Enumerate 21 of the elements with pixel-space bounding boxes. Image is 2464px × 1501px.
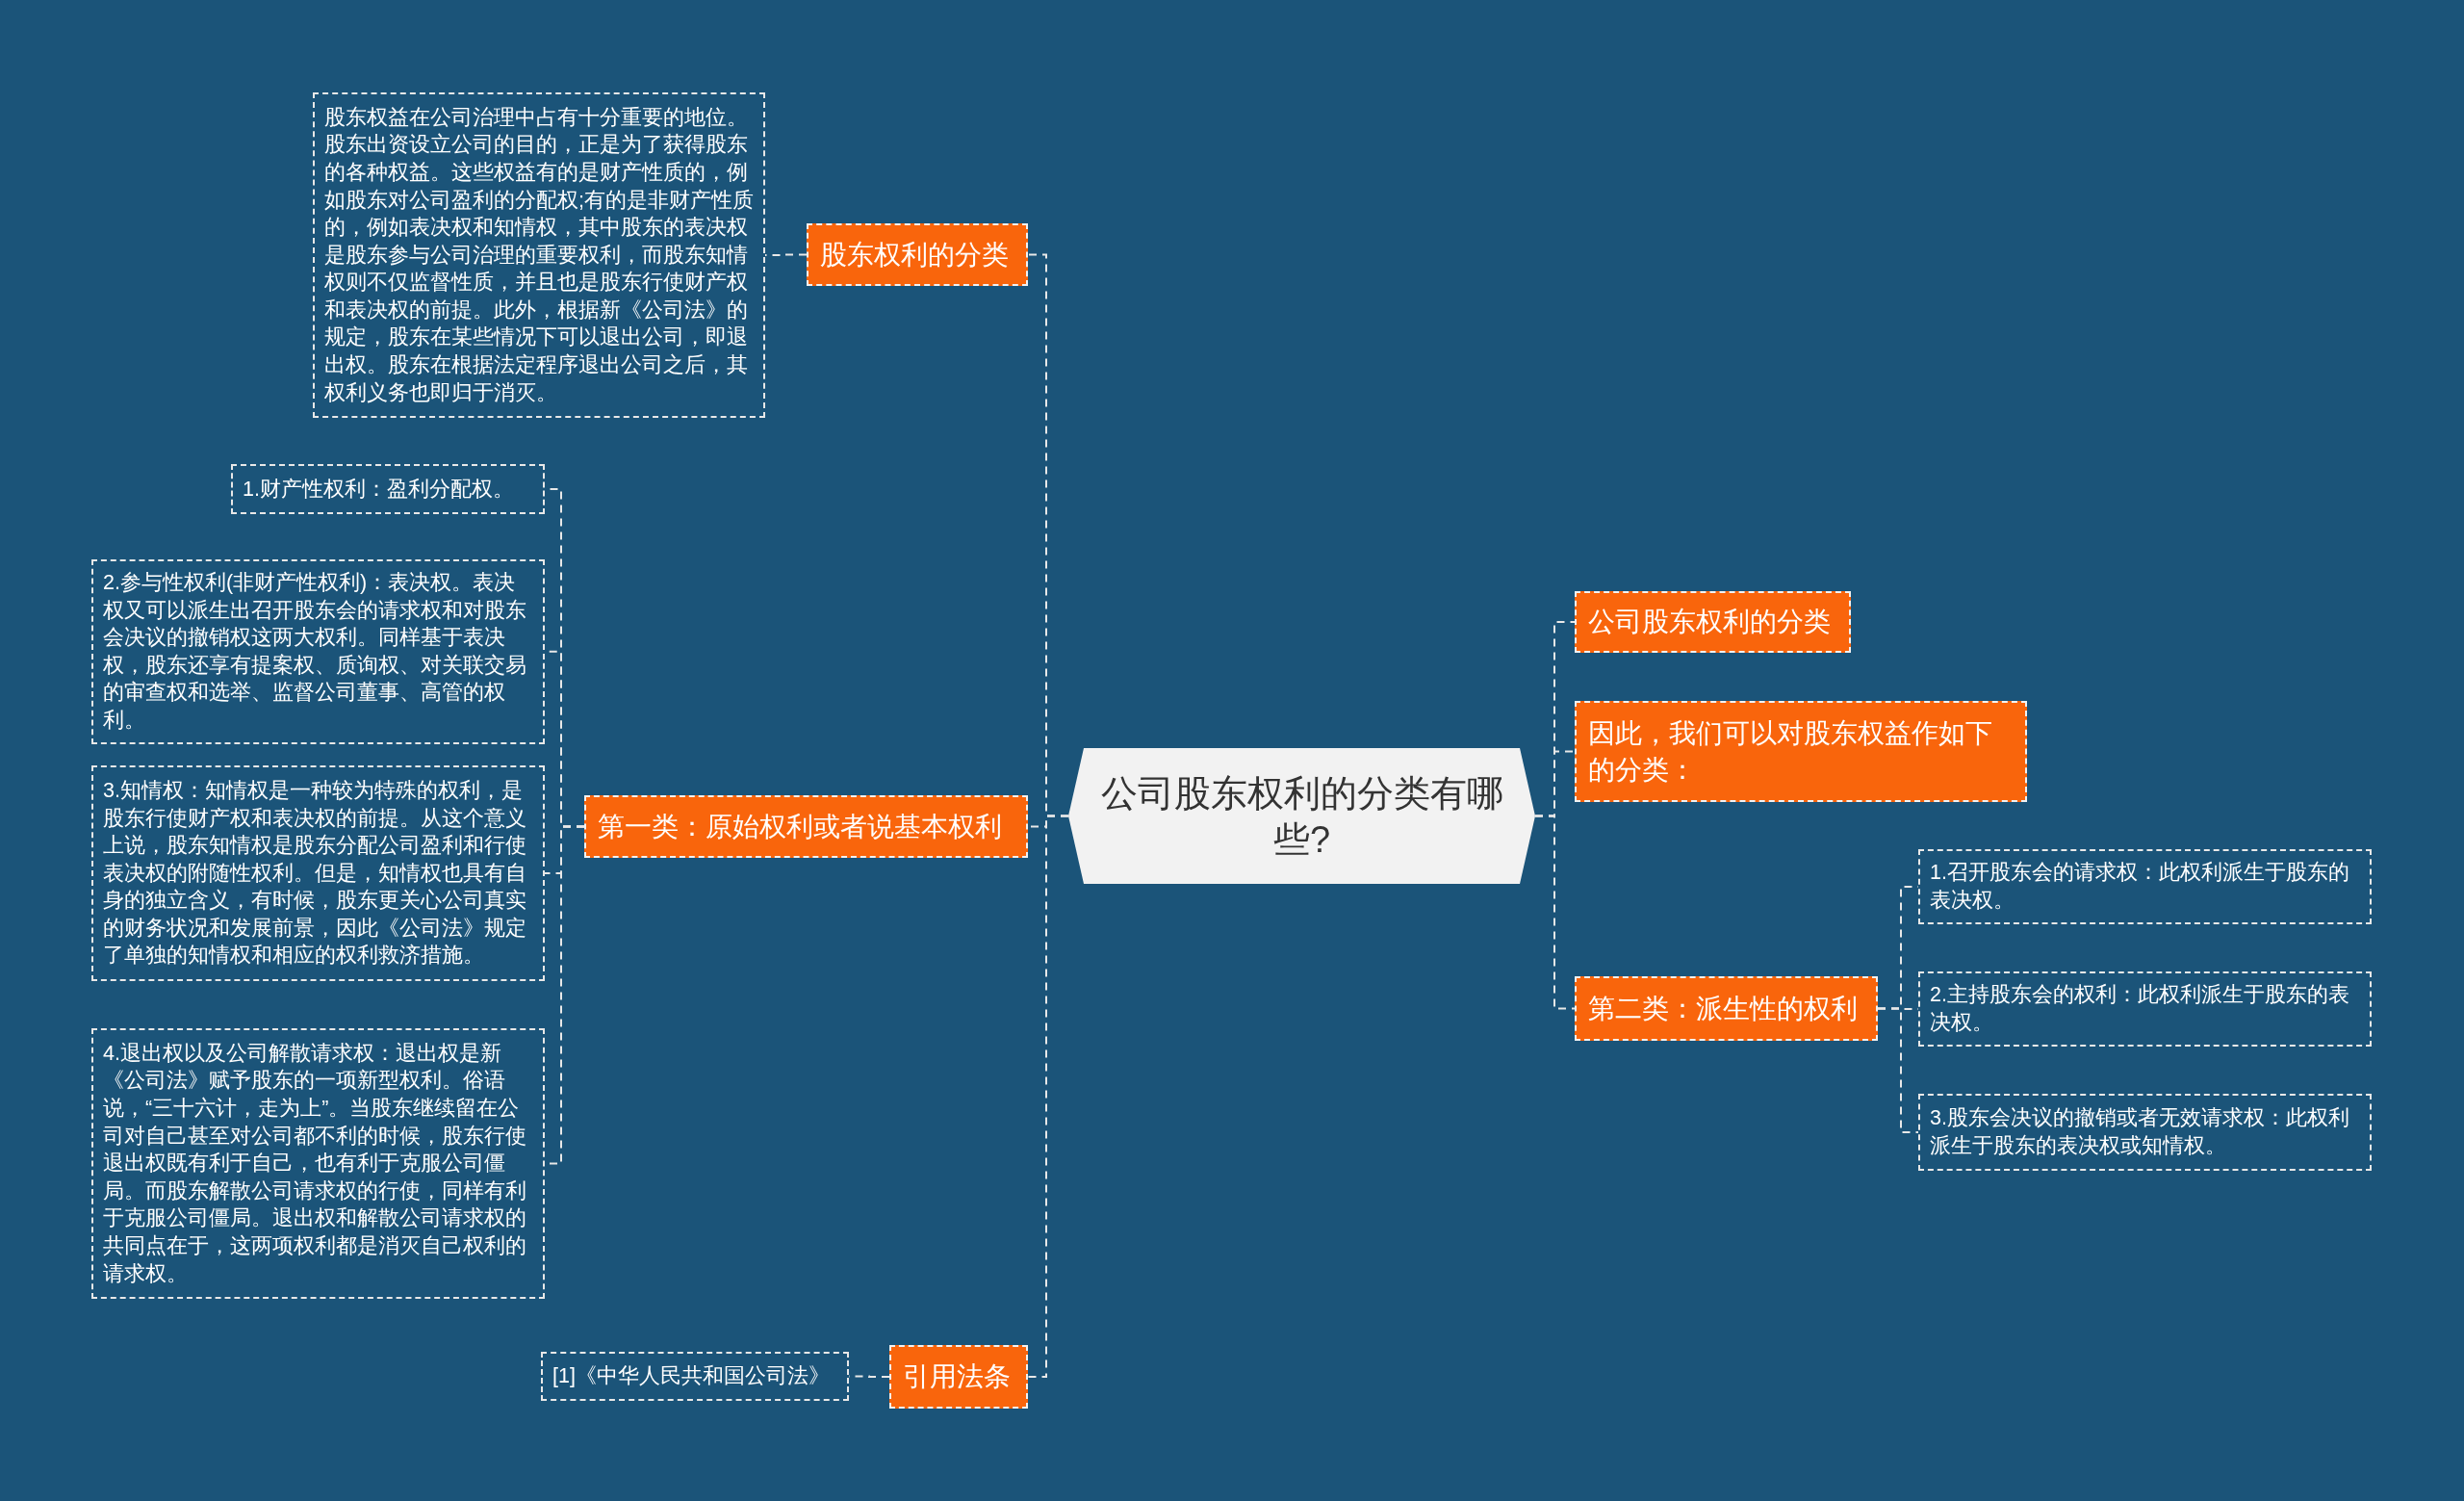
note-box: [1]《中华人民共和国公司法》 <box>541 1352 849 1401</box>
topic-box: 因此，我们可以对股东权益作如下的分类： <box>1575 701 2027 802</box>
connector-line <box>1027 815 1069 1378</box>
note-box: 2.主持股东会的权利：此权利派生于股东的表决权。 <box>1918 971 2372 1047</box>
connector-line <box>1534 815 1576 1010</box>
topic-box: 第一类：原始权利或者说基本权利 <box>584 795 1028 858</box>
note-box: 股东权益在公司治理中占有十分重要的地位。股东出资设立公司的目的，正是为了获得股东的各种权益。这些权益有的是财产性质的，例如股东对公司盈利的分配权;有的是非财产性质的，例如表决权和知情权，其中股东的表决权是股东参与公司治理的重要权利，而股东知情权则不仅监督性质，并且也是股东行使财产权和表决权的前提。此外，根据新《公司法》的规定，股东在某些情况下可以退出公司，即退出权。股东在根据法定程序退出公司之后，其权利义务也即归于消灭。 <box>313 92 765 418</box>
connector-line <box>1877 1007 1919 1133</box>
note-box: 3.知情权：知情权是一种较为特殊的权利，是股东行使财产权和表决权的前提。从这个意义上说，股东知情权是股东分配公司盈利和行使表决权的附随性权利。但是，知情权也具有自身的独立含义，有时候，股东更关心公司真实的财务状况和发展前景，因此《公司法》规定了单独的知情权和相应的权利救济措施。 <box>91 765 545 981</box>
topic-box: 股东权利的分类 <box>807 223 1028 286</box>
note-box: 2.参与性权利(非财产性权利)：表决权。表决权又可以派生出召开股东会的请求权和对股东会决议的撤销权这两大权利。同样基于表决权，股东还享有提案权、质询权、对关联交易的审查权和选举、监督公司董事、高管的权利。 <box>91 559 545 744</box>
note-box: 1.召开股东会的请求权：此权利派生于股东的表决权。 <box>1918 849 2372 924</box>
note-box: 1.财产性权利：盈利分配权。 <box>231 464 545 514</box>
topic-hexagon: 公司股东权利的分类有哪些? <box>1068 748 1535 884</box>
connector-line <box>764 253 808 256</box>
note-box: 3.股东会决议的撤销或者无效请求权：此权利派生于股东的表决权或知情权。 <box>1918 1094 2372 1171</box>
note-box: 4.退出权以及公司解散请求权：退出权是新《公司法》赋予股东的一项新型权利。俗语说，“三十六计，走为上”。当股东继续留在公司对自己甚至对公司都不利的时候，股东行使退出权既有利于自己，也有利于克服公司僵局。而股东解散公司请求权的行使，同样有利于克服公司僵局。退出权和解散公司请求权的共同点在于，这两项权利都是消灭自己权利的请求权。 <box>91 1028 545 1299</box>
connector-line <box>848 1375 890 1378</box>
topic-box: 公司股东权利的分类 <box>1575 591 1851 653</box>
topic-box: 第二类：派生性的权利 <box>1575 976 1878 1041</box>
topic-box: 引用法条 <box>889 1345 1028 1409</box>
